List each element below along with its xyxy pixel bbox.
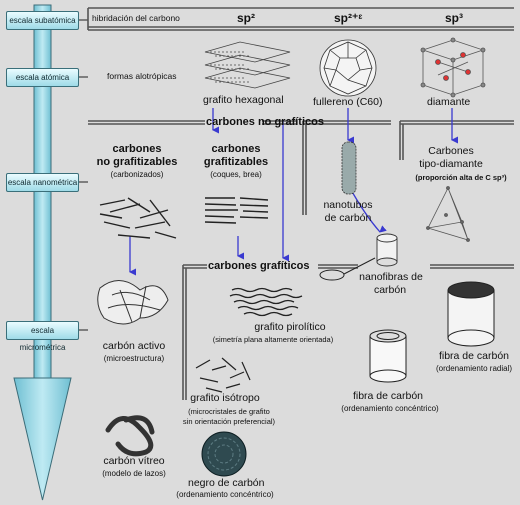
graphitizable-illustration (204, 197, 269, 224)
section-lines-graphitic (182, 264, 514, 400)
concentric-fiber-sub: (ordenamiento concéntrico) (341, 404, 439, 413)
scale-atomic: escala atómica (6, 68, 79, 87)
carbon-black-sub: (ordenamiento concéntrico) (176, 490, 274, 499)
radial-fiber-illustration (447, 281, 495, 347)
diamond-like-title-2: tipo-diamante (419, 158, 483, 170)
non-graphitizable-illustration (99, 197, 177, 239)
graphitizable-sub: (coques, brea) (210, 170, 262, 179)
allotropes-label: formas alotrópicas (107, 71, 177, 81)
nanofibers-label: nanofibras de (359, 271, 423, 283)
carbon-black-title: negro de carbón (188, 477, 265, 489)
sp2e-label: sp²⁺ᵋ (334, 11, 363, 25)
concentric-fiber-title: fibra de carbón (352, 390, 424, 402)
nanotubes-label: nanotubos (323, 199, 373, 211)
isotropic-title: grafito isótropo (190, 392, 260, 404)
sp3-label: sp³ (445, 11, 463, 25)
scale-micrometric: escala micrométrica (6, 321, 79, 352)
isotropic-sub: (microcristales de grafito (188, 407, 270, 416)
non-graphitizable-sub: (carbonizados) (110, 170, 164, 179)
nanotubes-label-2: de carbón (324, 212, 372, 224)
vitreous-sub: (modelo de lazos) (102, 469, 166, 478)
radial-fiber-title: fibra de carbón (438, 350, 510, 362)
diamond-like-sub: (proporción alta de C sp³) (415, 173, 507, 182)
non-graphitizable-title: carbones (112, 143, 162, 155)
nanotube-illustration (341, 141, 357, 195)
carbon-black-illustration (201, 431, 247, 477)
vitreous-title: carbón vítreo (103, 455, 165, 467)
isotropic-graphite-illustration (195, 357, 251, 393)
fullerene-label: fullereno (C60) (313, 96, 383, 108)
scale-subatomic: escala subatómica (6, 11, 79, 30)
non-graphitizable-title-2: no grafitizables (96, 156, 178, 168)
graphitic-heading: carbones grafíticos (208, 260, 310, 272)
activated-carbon-sub: (microestructura) (103, 354, 165, 363)
pyrolytic-graphite-illustration (229, 287, 303, 317)
section-lines-non-graphitic (88, 120, 514, 215)
hybridization-label: hibridación del carbono (92, 13, 180, 23)
pyrolytic-title: grafito pirolítico (254, 321, 326, 333)
activated-carbon-illustration (97, 280, 169, 325)
nanofibers-label-2: carbón (373, 284, 407, 296)
nanofiber-illustration (376, 233, 398, 267)
concentric-fiber-illustration (369, 329, 407, 383)
non-graphitic-heading: carbones no grafíticos (206, 116, 324, 128)
graphite-hexagonal-illustration (204, 41, 291, 89)
diamond-like-title: Carbones (428, 145, 474, 157)
graphitizable-title-2: grafitizables (203, 156, 269, 168)
pyrolytic-connector (319, 257, 376, 281)
scale-nanometric: escala nanométrica (6, 173, 79, 192)
pyrolytic-sub: (simetría plana altamente orientada) (212, 335, 334, 344)
diamond-label: diamante (427, 96, 471, 108)
diamond-like-illustration (426, 186, 470, 242)
sp2-label: sp² (237, 11, 255, 25)
isotropic-sub-2: sin orientación preferencial) (182, 417, 276, 426)
scale-arrow (13, 4, 72, 501)
header-lines (87, 7, 514, 31)
graphite-hexagonal-label: grafito hexagonal (203, 94, 284, 106)
diamond-lattice-illustration (420, 37, 486, 98)
graphitizable-title: carbones (211, 143, 261, 155)
activated-carbon-title: carbón activo (102, 340, 166, 352)
vitreous-carbon-illustration (105, 415, 155, 457)
radial-fiber-sub: (ordenamiento radial) (435, 364, 513, 373)
fullerene-illustration (319, 39, 377, 97)
